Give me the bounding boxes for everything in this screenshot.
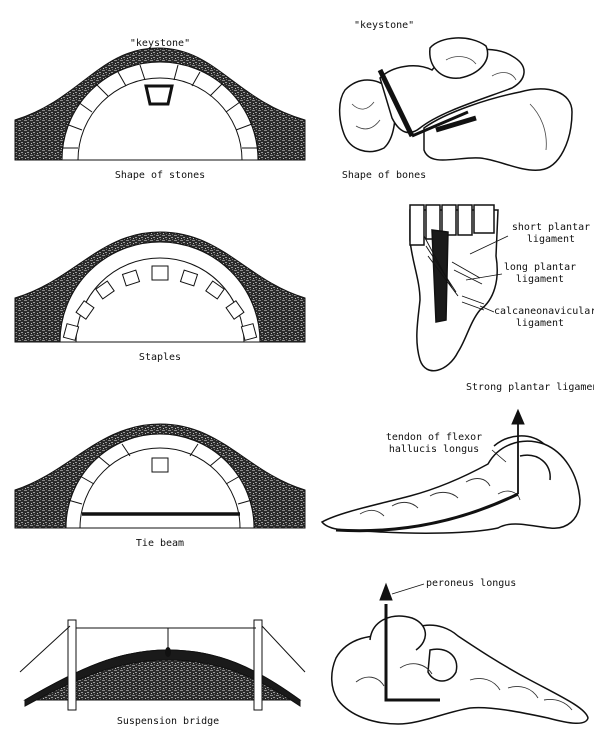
foot-bones-keystone [338,37,573,171]
caption-shape-of-bones: Shape of bones [341,170,427,181]
arch-stones [14,47,306,161]
label-peroneus-longus: peroneus longus [426,578,517,589]
label-hallucis-longus: hallucis longus [388,444,480,455]
arch-staples [14,231,306,343]
arch-tie-beam [14,423,306,529]
suspension-bridge [19,619,306,711]
caption-staples: Staples [138,352,182,363]
label-short-plantar: short plantar [511,222,591,233]
foot-plantar-view [409,204,509,372]
foot-flexor-view [320,408,581,534]
label-long-plantar-ligament: ligament [515,274,565,285]
caption-suspension-bridge: Suspension bridge [116,716,220,727]
caption-shape-of-stones: Shape of stones [114,170,206,181]
label-calcaneonavicular: calcaneonavicular [494,306,594,317]
caption-strong-plantar-ligament: Strong plantar ligamen [466,382,594,393]
label-long-plantar: long plantar [503,262,577,273]
foot-peroneus-view [331,582,589,725]
label-calcaneonavicular-ligament: ligament [515,318,565,329]
label-tendon-of-flexor: tendon of flexor [385,432,483,443]
caption-tie-beam: Tie beam [135,538,185,549]
keystone-label-left: "keystone" [129,38,191,49]
keystone-stone [144,84,174,106]
keystone-label-right: "keystone" [354,20,415,31]
label-short-plantar-ligament: ligament [526,234,576,245]
